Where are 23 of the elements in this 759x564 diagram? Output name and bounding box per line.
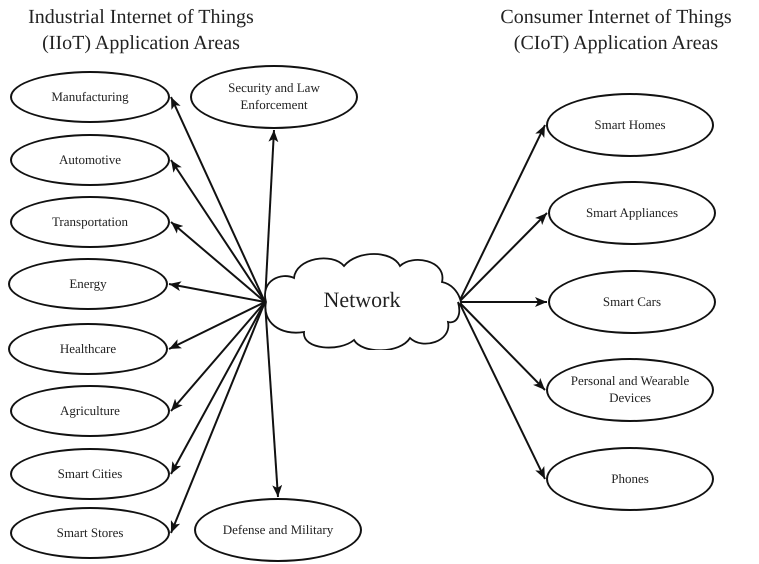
network-label: Network bbox=[324, 287, 400, 313]
area-label: Phones bbox=[610, 470, 650, 488]
area-label: Energy bbox=[68, 276, 108, 292]
section-heading: Industrial Internet of Things (IIoT) Application Areas bbox=[27, 5, 255, 56]
area-label: Security and Law Enforcement bbox=[227, 80, 321, 114]
area-label: Personal and Wearable Devices bbox=[570, 373, 690, 407]
area-label: Transportation bbox=[50, 214, 130, 230]
area-label: Smart Appliances bbox=[584, 204, 680, 222]
area-label: Smart Cities bbox=[56, 466, 124, 482]
area-label: Automotive bbox=[58, 152, 122, 168]
area-label: Manufacturing bbox=[50, 88, 130, 106]
area-label: Smart Stores bbox=[56, 524, 124, 542]
arrow bbox=[170, 221, 266, 303]
area-label: Agriculture bbox=[59, 402, 121, 420]
section-heading: Consumer Internet of Things (CIoT) Application Areas bbox=[499, 5, 733, 56]
area-label: Healthcare bbox=[58, 340, 118, 358]
area-label: Defense and Military bbox=[222, 522, 334, 538]
arrow bbox=[459, 297, 547, 307]
arrow bbox=[168, 301, 266, 350]
area-label: Smart Cars bbox=[602, 294, 662, 310]
area-label: Smart Homes bbox=[593, 116, 667, 134]
arrow bbox=[168, 281, 266, 303]
arrow bbox=[170, 301, 266, 412]
